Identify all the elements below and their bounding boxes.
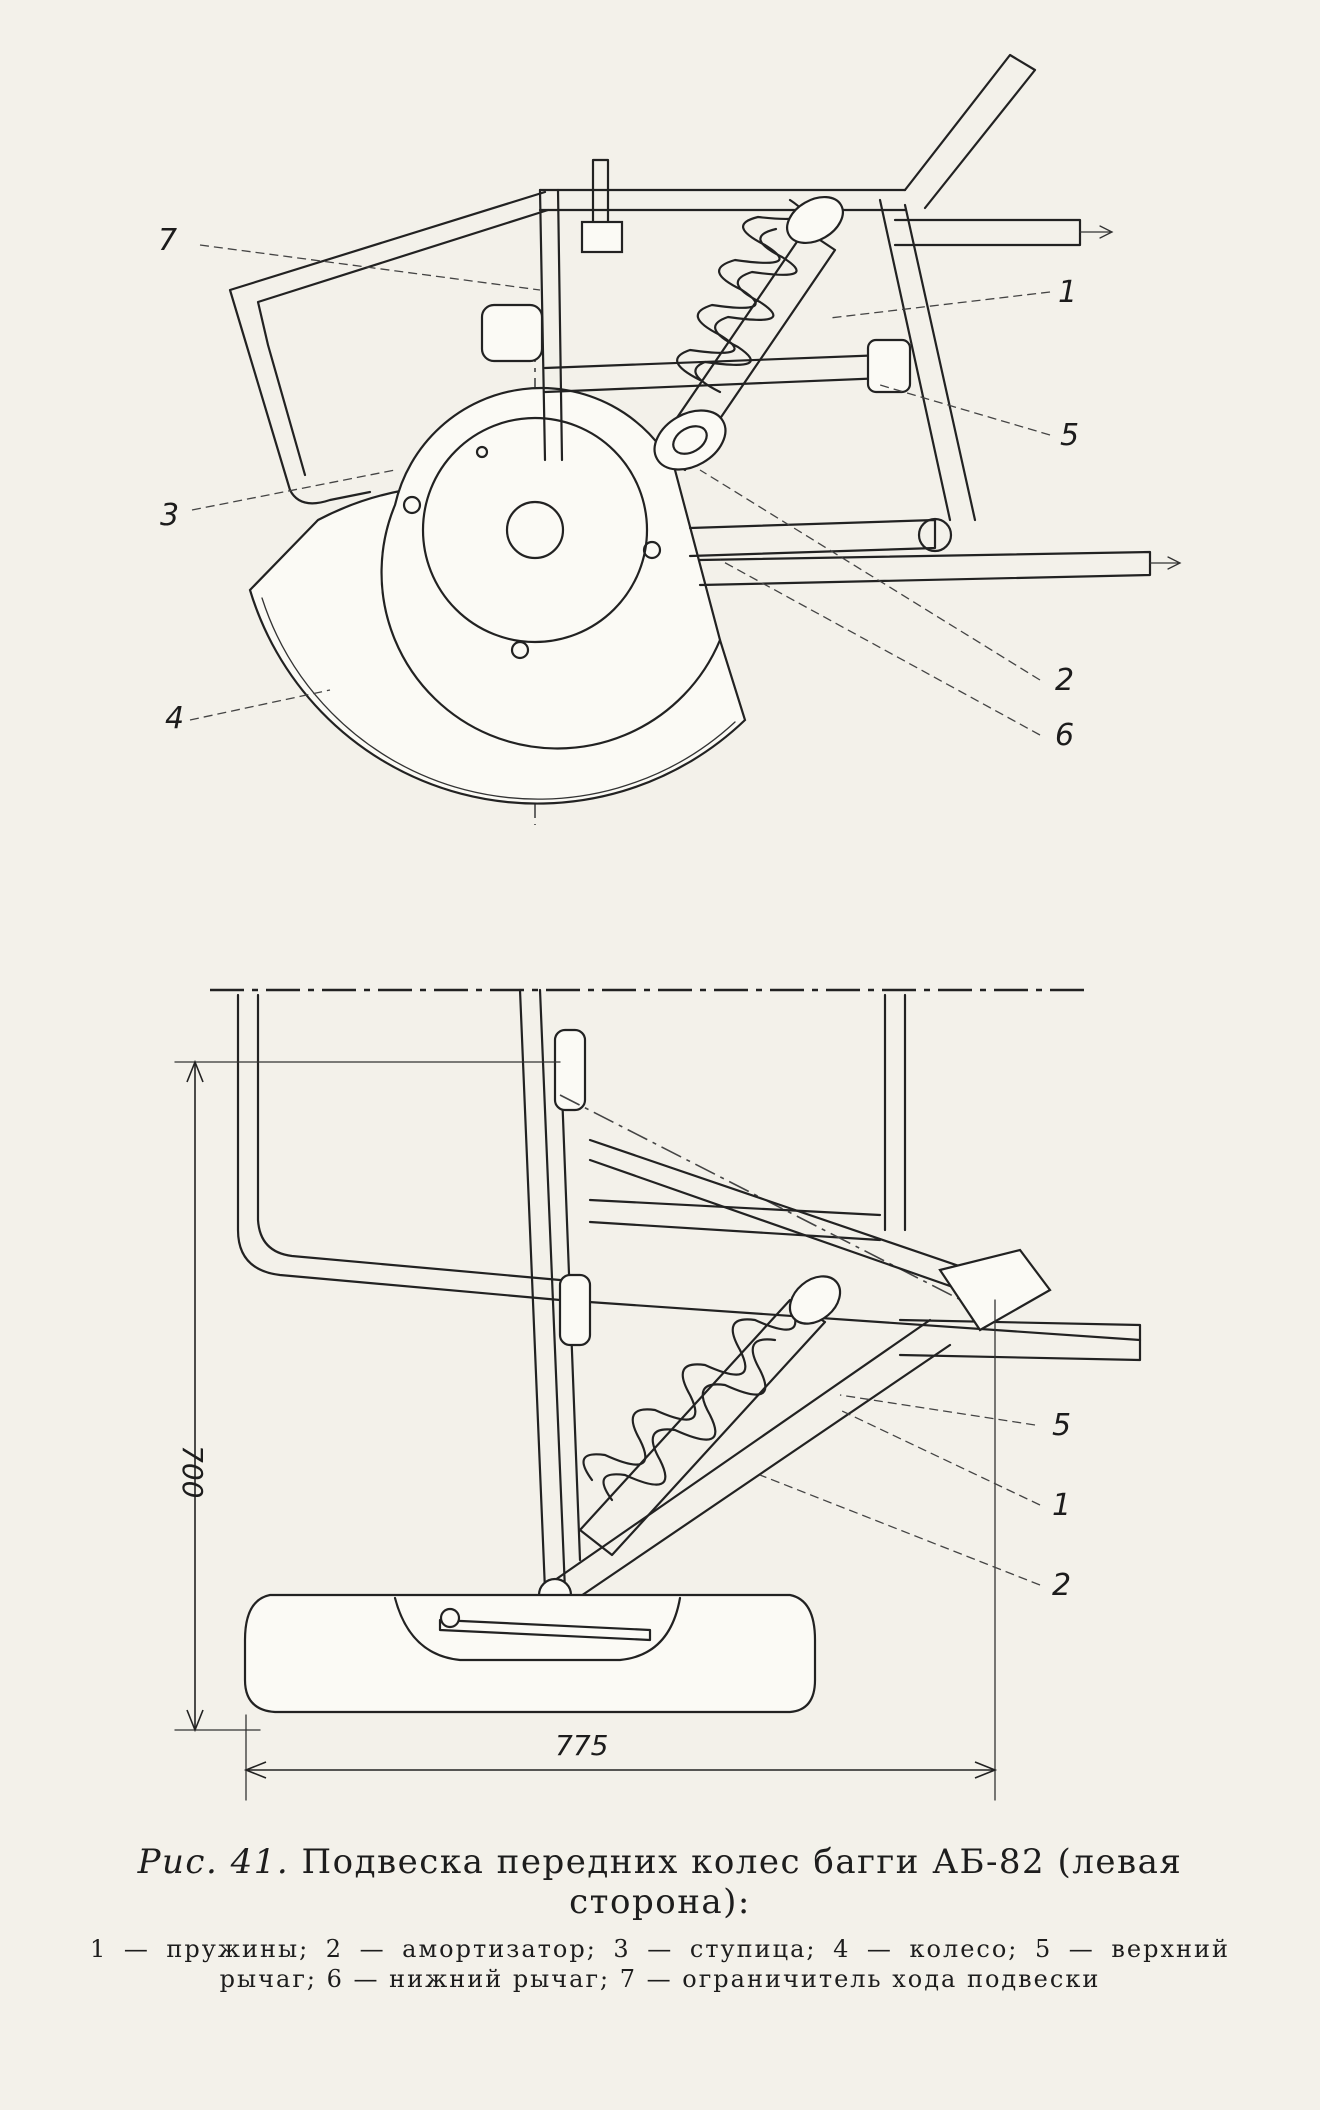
shock-lower-mount xyxy=(653,409,727,471)
axis-line xyxy=(559,1094,1001,1321)
lower-arm xyxy=(688,518,937,558)
label-5: 5 xyxy=(1052,1408,1071,1443)
leader-1 xyxy=(829,291,1051,319)
label-2: 2 xyxy=(1052,1568,1071,1603)
caption-legend: 1 — пружины; 2 — амортизатор; 3 — ступиц… xyxy=(90,1935,1230,1993)
leader-7 xyxy=(199,244,541,291)
frame-outline-inner xyxy=(256,993,562,1282)
dimension-arrow-down xyxy=(186,1709,204,1733)
direction-arrowhead xyxy=(1099,225,1114,239)
hub-flange xyxy=(421,416,649,644)
leader-2 xyxy=(699,469,1041,681)
frame-rear-post xyxy=(883,993,907,1232)
technical-drawing: 7 1 5 3 2 6 4 xyxy=(158,53,1182,1801)
label-2: 2 xyxy=(1055,663,1074,698)
shock-upper-mount xyxy=(788,1275,842,1325)
shock-lower-eye xyxy=(672,425,708,455)
spring-coils xyxy=(582,1303,797,1502)
label-6: 6 xyxy=(1055,718,1074,753)
frame-top-rail xyxy=(538,188,907,212)
frame-side-stub xyxy=(898,1318,1142,1362)
figure-number: Рис. 41. xyxy=(137,1842,290,1882)
label-1: 1 xyxy=(1058,275,1077,310)
diagonal-tube xyxy=(903,53,1037,210)
dimension-arrow-left xyxy=(243,1761,267,1779)
shock-absorber-body xyxy=(578,1298,827,1557)
hub-centre xyxy=(505,500,565,560)
lower-frame-rail xyxy=(698,550,1152,587)
caption-title: Подвеска передних колес багги АБ-82 (лев… xyxy=(301,1842,1183,1922)
hub-bolt xyxy=(475,445,489,459)
leader-1 xyxy=(839,1409,1041,1506)
frame-tube-outer xyxy=(228,190,547,505)
frame-cross-tube xyxy=(588,1198,882,1242)
dimension-height-value: 700 xyxy=(176,1445,209,1498)
hub-bolt xyxy=(402,495,422,515)
caption-title-block: Рис. 41. Подвеска передних колес багги А… xyxy=(90,1842,1230,1922)
dimension-width-value: 775 xyxy=(555,1729,608,1762)
frame-upper-stub xyxy=(893,218,1082,247)
leader-5 xyxy=(839,1394,1036,1426)
front-view-drawing: 700 775 5 1 2 xyxy=(174,988,1142,1801)
lower-arm-pivot xyxy=(917,517,953,553)
leader-2 xyxy=(759,1474,1041,1586)
label-5: 5 xyxy=(1060,418,1079,453)
leader-3 xyxy=(191,469,396,511)
dimension-arrow-up xyxy=(186,1059,204,1083)
side-view-drawing: 7 1 5 3 2 6 4 xyxy=(158,53,1182,825)
hub-plate xyxy=(438,1618,652,1642)
upper-arm xyxy=(588,1138,1002,1302)
leader-5 xyxy=(879,384,1051,436)
label-1: 1 xyxy=(1052,1488,1071,1523)
tyre-inner-arc xyxy=(261,597,736,800)
leader-4 xyxy=(189,689,331,721)
label-7: 7 xyxy=(158,223,177,258)
hub-bolt xyxy=(510,640,530,660)
upper-arm-bush xyxy=(866,338,912,394)
shock-upper-mount xyxy=(786,195,844,245)
rear-upright xyxy=(878,198,977,522)
dimension-arrow-right xyxy=(974,1761,998,1779)
label-3: 3 xyxy=(160,498,179,533)
figure-caption: Рис. 41. Подвеска передних колес багги А… xyxy=(90,1842,1230,1994)
stop-bracket xyxy=(580,220,624,254)
lower-arm xyxy=(553,1318,952,1602)
upright-bracket xyxy=(553,1028,587,1112)
upper-arm-ball-joint xyxy=(480,303,544,363)
leader-6 xyxy=(719,559,1041,736)
upright-left xyxy=(518,988,567,1592)
frame-outline-outer xyxy=(236,993,1142,1342)
spring-coils xyxy=(676,198,805,394)
upper-arm-ball-joint xyxy=(938,1248,1052,1332)
label-4: 4 xyxy=(165,701,184,736)
hub-bolt xyxy=(642,540,662,560)
frame-tube-inner xyxy=(256,208,550,477)
hub-nut xyxy=(439,1607,461,1629)
direction-arrowhead xyxy=(1167,556,1182,570)
upright-lower-bracket xyxy=(558,1273,592,1347)
tyre-hub-recess xyxy=(393,1596,682,1662)
tyre xyxy=(243,1593,817,1714)
